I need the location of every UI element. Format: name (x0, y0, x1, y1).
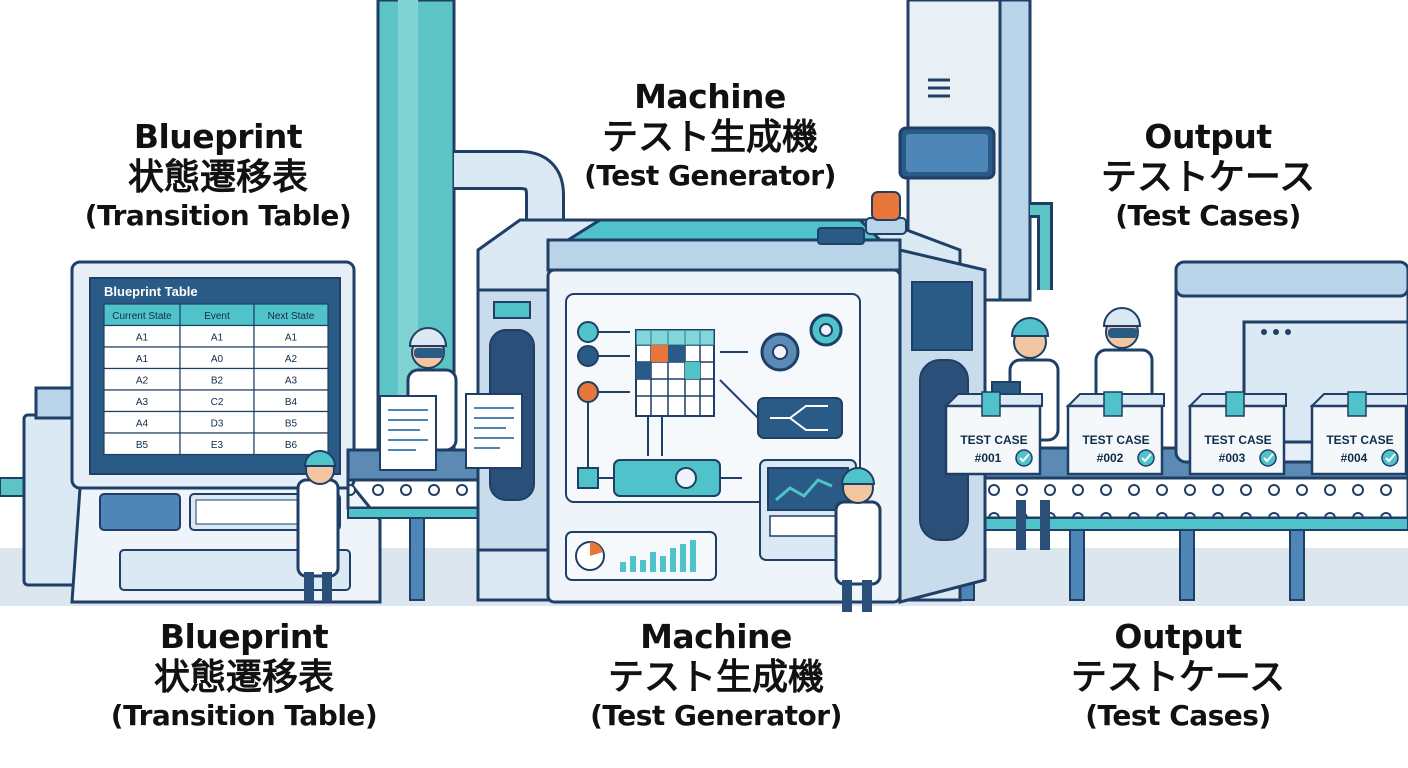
blueprint-en-subtitle: (Transition Table) (110, 699, 378, 733)
blueprint-table-title: Blueprint Table (104, 284, 198, 299)
table-header-text: Next State (268, 311, 315, 322)
table-cell-text: A0 (211, 354, 224, 365)
table-cell-text: B5 (136, 440, 149, 451)
test-case-label: TEST CASE (1204, 433, 1271, 447)
blueprint-jp-title: 状態遷移表 (153, 656, 334, 698)
ducts (376, 0, 1053, 462)
table-cell-text: D3 (211, 419, 224, 430)
test-case-id: #004 (1341, 451, 1368, 465)
blueprint-jp-title: 状態遷移表 (127, 156, 308, 198)
machine-title: Machine (634, 77, 786, 116)
test-generator-machine (476, 191, 987, 604)
machine-label-top: Machine テスト生成機 (Test Generator) (550, 77, 870, 193)
test-case-box: TEST CASE #004 (1309, 391, 1408, 476)
table-cell-text: B2 (211, 376, 224, 387)
check-icon (1381, 449, 1399, 467)
blueprint-label-bottom: Blueprint 状態遷移表 (Transition Table) (84, 617, 404, 733)
output-jp-title: テストケース (1100, 156, 1316, 198)
table-header-text: Current State (112, 311, 172, 322)
table-cell-text: A1 (285, 333, 298, 344)
machine-title: Machine (640, 617, 792, 656)
output-en-subtitle: (Test Cases) (1115, 199, 1301, 233)
table-cell-text: A3 (285, 376, 298, 387)
table-cell-text: B5 (285, 419, 298, 430)
test-case-box: TEST CASE #002 (1065, 391, 1165, 476)
blueprint-title: Blueprint (133, 117, 303, 156)
worker-right-2 (1094, 307, 1154, 408)
test-case-label: TEST CASE (1326, 433, 1393, 447)
table-cell-text: A2 (136, 376, 149, 387)
test-case-box: TEST CASE #001 (943, 391, 1043, 476)
table-cell (253, 432, 329, 456)
table-cell-text: A4 (136, 419, 149, 430)
output-title: Output (1114, 617, 1242, 656)
output-en-subtitle: (Test Cases) (1085, 699, 1271, 733)
table-cell-text: C2 (211, 397, 224, 408)
table-header-text: Event (204, 311, 230, 322)
table-cell-text: A1 (136, 354, 149, 365)
output-title: Output (1144, 117, 1272, 156)
blueprint-label-top: Blueprint 状態遷移表 (Transition Table) (58, 117, 378, 233)
table-cell-text: A1 (136, 333, 149, 344)
output-label-bottom: Output テストケース (Test Cases) (1018, 617, 1338, 733)
machine-en-subtitle: (Test Generator) (590, 699, 842, 733)
machine-jp-title: テスト生成機 (601, 116, 818, 158)
test-case-id: #003 (1219, 451, 1246, 465)
worker-center-left (379, 327, 523, 471)
blueprint-title: Blueprint (159, 617, 329, 656)
test-case-box: TEST CASE #003 (1187, 391, 1287, 476)
table-cell-text: A3 (136, 397, 149, 408)
test-case-id: #002 (1097, 451, 1124, 465)
check-icon (1137, 449, 1155, 467)
machine-jp-title: テスト生成機 (607, 656, 824, 698)
table-cell-text: B4 (285, 397, 298, 408)
output-label-top: Output テストケース (Test Cases) (1048, 117, 1368, 233)
test-case-label: TEST CASE (960, 433, 1027, 447)
test-case-label: TEST CASE (1082, 433, 1149, 447)
check-icon (1259, 449, 1277, 467)
worker-center (834, 467, 882, 612)
output-jp-title: テストケース (1070, 656, 1286, 698)
machine-label-bottom: Machine テスト生成機 (Test Generator) (556, 617, 876, 733)
blueprint-en-subtitle: (Transition Table) (84, 199, 352, 233)
machine-en-subtitle: (Test Generator) (584, 159, 836, 193)
check-icon (1015, 449, 1033, 467)
table-cell-text: B6 (285, 440, 298, 451)
worker-left (296, 450, 340, 602)
table-cell-text: A2 (285, 354, 298, 365)
test-case-id: #001 (975, 451, 1002, 465)
table-cell-text: A1 (211, 333, 224, 344)
table-cell-text: E3 (211, 440, 224, 451)
